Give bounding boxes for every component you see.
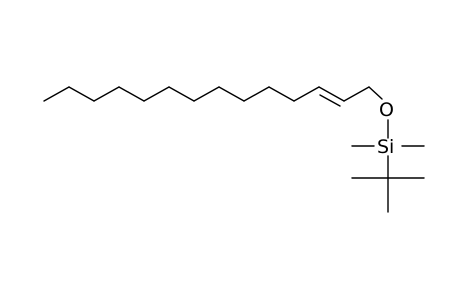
ch2-o-bond	[368, 86, 383, 100]
double-bond-outer	[318, 86, 345, 102]
tert-butyl-group	[351, 177, 425, 213]
chain-bond-11	[293, 86, 320, 102]
oxygen-atom-label: O	[379, 99, 394, 121]
chain-bond-9	[243, 86, 270, 102]
chain-bond-1	[43, 86, 70, 102]
chain-bond-3	[93, 86, 120, 102]
chain-bond-8	[218, 86, 245, 102]
double-bond-inner	[319, 94, 341, 107]
chain-bond-5	[143, 86, 170, 102]
alkyl-chain	[43, 86, 383, 107]
chain-bond-10	[268, 86, 295, 102]
allylic-bond	[343, 86, 370, 102]
chain-bond-4	[118, 86, 145, 102]
chain-bond-7	[193, 86, 220, 102]
silicon-atom-label: Si	[377, 136, 394, 158]
chain-bond-6	[168, 86, 195, 102]
chain-bond-2	[68, 86, 95, 102]
